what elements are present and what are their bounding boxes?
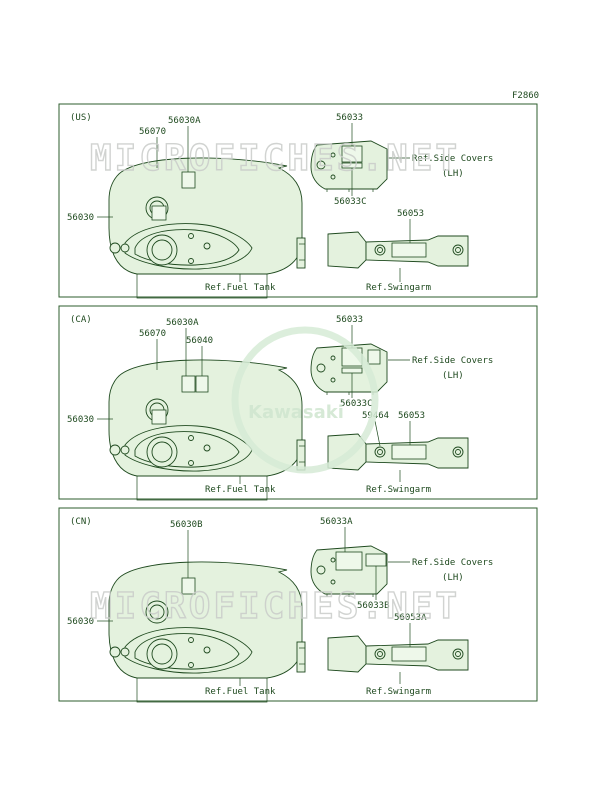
code-cover-bottom: 56033C (334, 197, 367, 207)
watermark-bottom: MICROFICHES.NET (90, 586, 460, 627)
panel-us: (US) 56030A 56070 56030 56033 56033C Ref… (58, 103, 538, 299)
ref-fuel-tank: Ref.Fuel Tank (205, 283, 276, 293)
code-cover-bottom: 56033B (357, 601, 390, 611)
code-cover-top: 56033A (320, 517, 353, 527)
ref-side-covers-sub: (LH) (442, 169, 464, 179)
watermark-layer: MICROFICHES.NET MICROFICHES.NET Kawasaki (89, 137, 460, 627)
decal-56030 (151, 409, 167, 425)
code-tank-side: 56030 (67, 415, 94, 425)
code-cover-bottom: 56033C (340, 399, 373, 409)
code-cover-top: 56033 (336, 315, 363, 325)
code-tank-cap: 56070 (139, 127, 166, 137)
kawasaki-logo: Kawasaki (231, 326, 379, 474)
decal-56030b (181, 577, 196, 595)
ref-swingarm: Ref.Swingarm (366, 283, 431, 293)
code-tank-side: 56030 (67, 213, 94, 223)
region-label: (CN) (70, 517, 92, 527)
ref-side-covers: Ref.Side Covers (412, 356, 493, 366)
code-swingarm: 56053 (397, 209, 424, 219)
figure-code: F2860 (512, 91, 539, 101)
code-tank-extra: 56040 (186, 336, 213, 346)
ref-fuel-tank: Ref.Fuel Tank (205, 687, 276, 697)
code-cover-top: 56033 (336, 113, 363, 123)
decal-56030 (151, 205, 167, 221)
ref-fuel-tank: Ref.Fuel Tank (205, 485, 276, 495)
ref-side-covers-sub: (LH) (442, 371, 464, 381)
decal-56033a (335, 551, 363, 571)
ref-side-covers-sub: (LH) (442, 573, 464, 583)
code-tank-top: 56030A (166, 318, 199, 328)
region-label: (CA) (70, 315, 92, 325)
ref-swingarm: Ref.Swingarm (366, 687, 431, 697)
ref-side-covers: Ref.Side Covers (412, 154, 493, 164)
code-tank-cap: 56070 (139, 329, 166, 339)
code-swingarm: 56053 (398, 411, 425, 421)
code-tank-side: 56030 (67, 617, 94, 627)
decal-56030a (181, 375, 196, 393)
watermark-top: MICROFICHES.NET (90, 138, 460, 179)
decal-56040 (195, 375, 209, 393)
region-label: (US) (70, 113, 92, 123)
decal-56033b (365, 553, 387, 567)
brand-logo-text: Kawasaki (248, 402, 344, 423)
code-tank-top: 56030A (168, 116, 201, 126)
code-swingarm: 56053A (394, 613, 427, 623)
ref-side-covers: Ref.Side Covers (412, 558, 493, 568)
decal-56033-small (367, 349, 381, 365)
ref-swingarm: Ref.Swingarm (366, 485, 431, 495)
panel-cn: (CN) 56030B 56030 56033A 56033B Ref.Side… (58, 507, 538, 703)
code-tank-top: 56030B (170, 520, 203, 530)
decal-56030a (181, 171, 196, 189)
decal-56033c (341, 367, 363, 374)
